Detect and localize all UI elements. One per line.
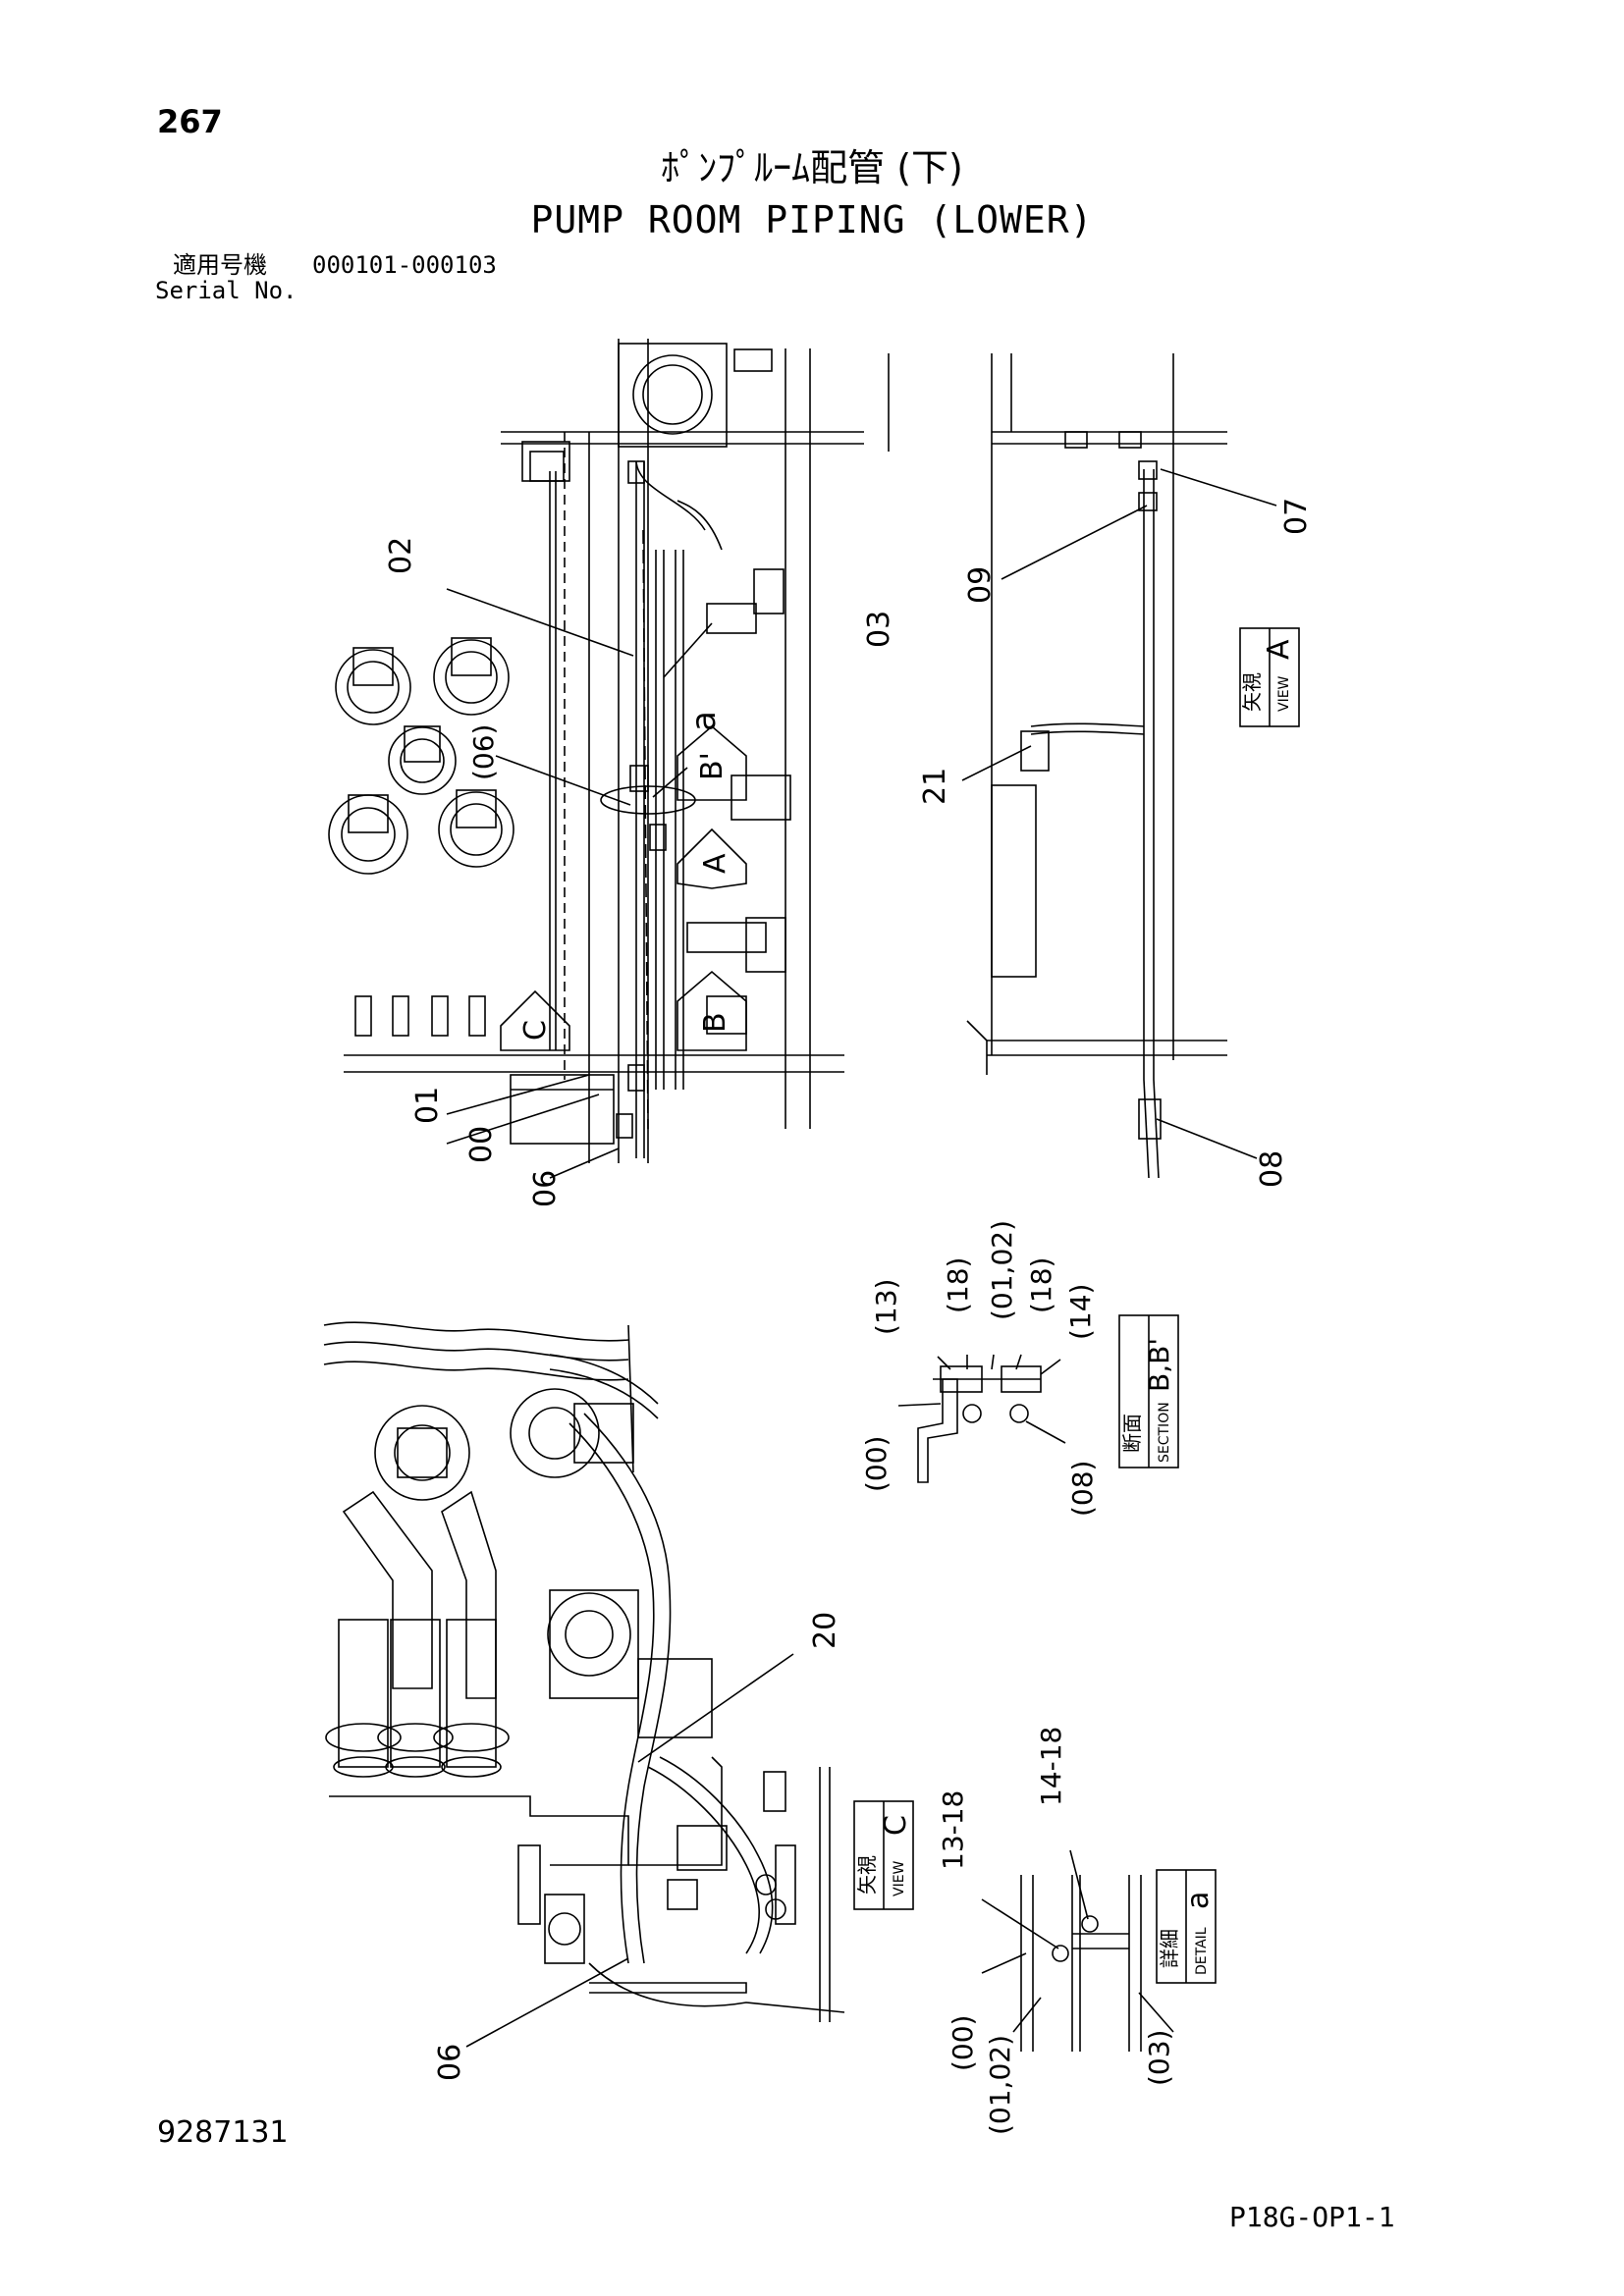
section-callout-18-left: (18) xyxy=(942,1257,974,1313)
view-c-callout-20: 20 xyxy=(808,1612,842,1649)
callout-02: 02 xyxy=(384,537,418,574)
section-letter: B,B' xyxy=(1143,1338,1175,1392)
callout-01: 01 xyxy=(410,1087,445,1124)
section-callout-18-right: (18) xyxy=(1025,1257,1057,1313)
detail-callout-03: (03) xyxy=(1143,2030,1175,2086)
section-callout-08: (08) xyxy=(1066,1461,1099,1517)
detail-callout-00: (00) xyxy=(947,2015,979,2071)
view-c-drawing: 20 06 矢視 VIEW C xyxy=(323,1321,914,2081)
callout-21: 21 xyxy=(918,768,952,805)
view-c-letter: C xyxy=(879,1815,913,1836)
callout-detail-a: a xyxy=(684,711,724,731)
detail-callout-14-18: 14-18 xyxy=(1035,1727,1067,1806)
detail-a-drawing: 13-18 14-18 (00) (01,02) (03) 詳細 DETAIL … xyxy=(937,1727,1217,2135)
callout-08: 08 xyxy=(1255,1150,1289,1188)
callout-03: 03 xyxy=(862,611,896,648)
detail-label-jp: 詳細 xyxy=(1158,1929,1181,1968)
section-label-jp: 断面 xyxy=(1120,1414,1144,1453)
serial-range: 000101-000103 xyxy=(312,251,497,279)
view-arrow-c-label: C xyxy=(518,1020,553,1041)
section-callout-01-02: (01,02) xyxy=(986,1220,1018,1320)
main-plan-view: 02 03 (06) a B' A B C 01 00 06 xyxy=(328,339,896,1207)
detail-callout-13-18: 13-18 xyxy=(937,1790,969,1870)
view-arrow-b-label: B' xyxy=(695,752,730,780)
title-japanese: ﾎﾟﾝﾌﾟﾙｰﾑ配管 (下) xyxy=(661,146,963,189)
section-callout-13: (13) xyxy=(870,1279,902,1335)
section-callout-00: (00) xyxy=(860,1436,893,1492)
view-c-label-en: VIEW xyxy=(892,1860,907,1896)
view-a-label-jp: 矢視 xyxy=(1240,672,1264,712)
view-arrow-a-label: A xyxy=(698,853,732,874)
view-arrow-b1-label: B xyxy=(698,1012,732,1033)
view-a-letter: A xyxy=(1262,639,1296,660)
callout-06: 06 xyxy=(528,1170,563,1207)
callout-09: 09 xyxy=(963,566,998,604)
callout-00: 00 xyxy=(464,1126,499,1163)
callout-07: 07 xyxy=(1279,498,1314,535)
detail-label-en: DETAIL xyxy=(1194,1927,1210,1975)
view-a-drawing: 07 09 21 08 矢視 VIEW A xyxy=(888,353,1314,1188)
view-c-label-jp: 矢視 xyxy=(855,1855,879,1895)
pump-caps xyxy=(328,637,514,875)
detail-letter: a xyxy=(1181,1892,1216,1909)
serial-label-english: Serial No. xyxy=(155,277,298,304)
sheet-code: P18G-OP1-1 xyxy=(1229,2201,1395,2233)
section-b-drawing: (13) (18) (01,02) (18) (14) (00) (08) 断面… xyxy=(860,1220,1179,1517)
section-callout-14: (14) xyxy=(1064,1284,1097,1340)
view-a-label-en: VIEW xyxy=(1276,675,1292,712)
serial-label-japanese: 適用号機 xyxy=(173,251,267,279)
detail-callout-01-02: (01,02) xyxy=(984,2035,1016,2135)
drawing-number: 9287131 xyxy=(157,2115,289,2150)
callout-06-parenthesized: (06) xyxy=(467,724,500,780)
page-number: 267 xyxy=(157,103,223,140)
section-label-en: SECTION xyxy=(1157,1402,1172,1463)
title-english: PUMP ROOM PIPING (LOWER) xyxy=(530,198,1094,241)
view-c-callout-06: 06 xyxy=(433,2044,467,2081)
